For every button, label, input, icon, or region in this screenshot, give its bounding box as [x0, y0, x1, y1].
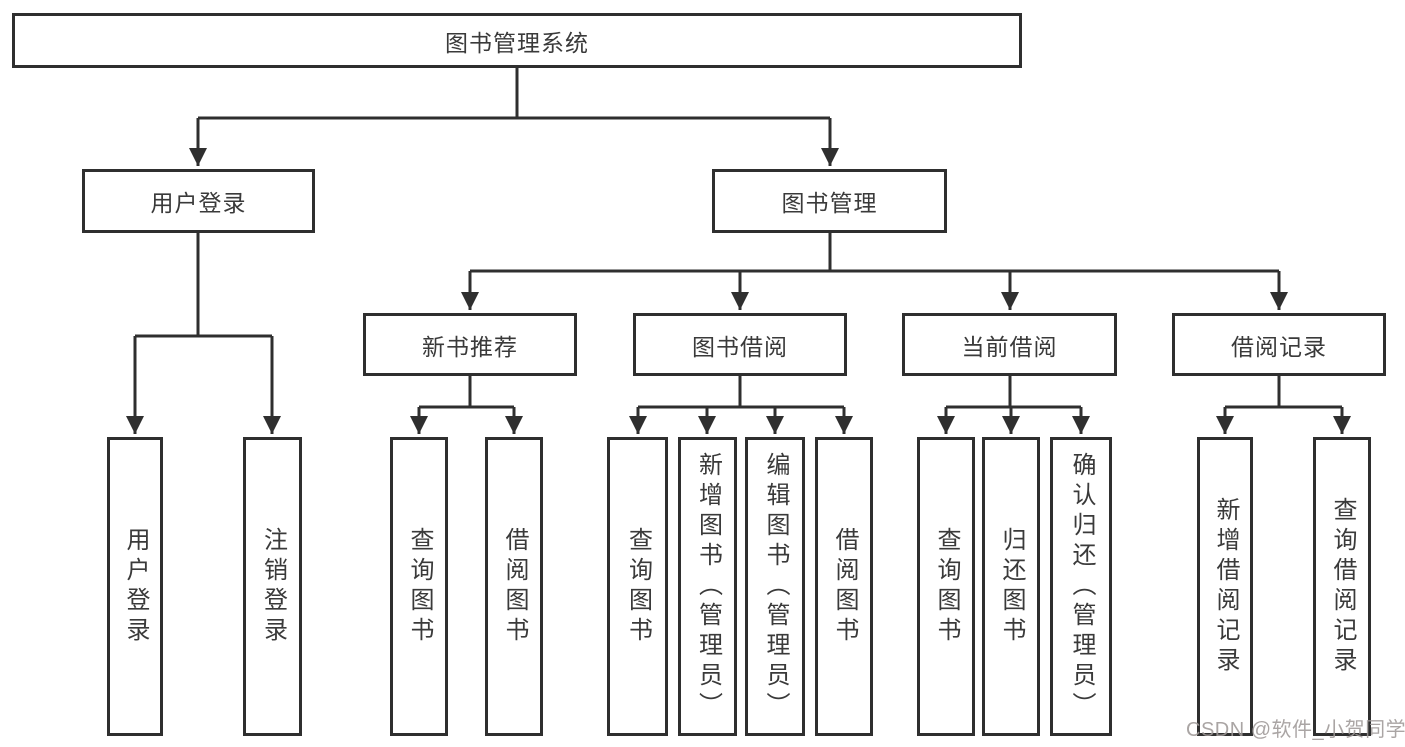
- csdn-watermark: CSDN @软件_小贺同学: [1186, 719, 1405, 741]
- leaf-user-login: 用户登录: [107, 437, 163, 736]
- node-root-label: 图书管理系统: [445, 29, 589, 56]
- leaf-borrow-books-borrowing: 借阅图书: [815, 437, 873, 736]
- node-borrowing-records: 借阅记录: [1172, 313, 1386, 376]
- leaf-query-books-current: 查询图书: [917, 437, 975, 736]
- leaf-borrow-books-recommend: 借阅图书: [485, 437, 543, 736]
- leaf-logout: 注销登录: [243, 437, 302, 736]
- connector-backbone: [135, 68, 1342, 409]
- node-book-management-label: 图书管理: [781, 190, 878, 216]
- node-user-login-label: 用户登录: [150, 190, 247, 216]
- leaf-query-books-recommend: 查询图书: [390, 437, 448, 736]
- node-book-borrowing: 图书借阅: [633, 313, 847, 376]
- node-current-borrowing: 当前借阅: [902, 313, 1117, 376]
- leaf-return-book: 归还图书: [982, 437, 1040, 736]
- leaf-edit-book-admin: 编辑图书（管理员）: [745, 437, 805, 736]
- node-new-book-recommend-label: 新书推荐: [422, 333, 518, 360]
- node-user-login: 用户登录: [82, 169, 315, 233]
- node-book-borrowing-label: 图书借阅: [692, 333, 788, 360]
- node-root: 图书管理系统: [12, 13, 1022, 68]
- leaf-add-book-admin: 新增图书（管理员）: [678, 437, 737, 736]
- node-current-borrowing-label: 当前借阅: [961, 333, 1058, 360]
- leaf-query-borrow-record: 查询借阅记录: [1313, 437, 1371, 736]
- leaf-confirm-return-admin: 确认归还（管理员）: [1050, 437, 1112, 736]
- node-borrowing-records-label: 借阅记录: [1231, 333, 1327, 360]
- leaf-add-borrow-record: 新增借阅记录: [1197, 437, 1253, 736]
- node-new-book-recommend: 新书推荐: [363, 313, 577, 376]
- arrowheads: [126, 118, 1351, 434]
- leaf-query-books-borrowing: 查询图书: [607, 437, 668, 736]
- node-book-management: 图书管理: [712, 169, 947, 233]
